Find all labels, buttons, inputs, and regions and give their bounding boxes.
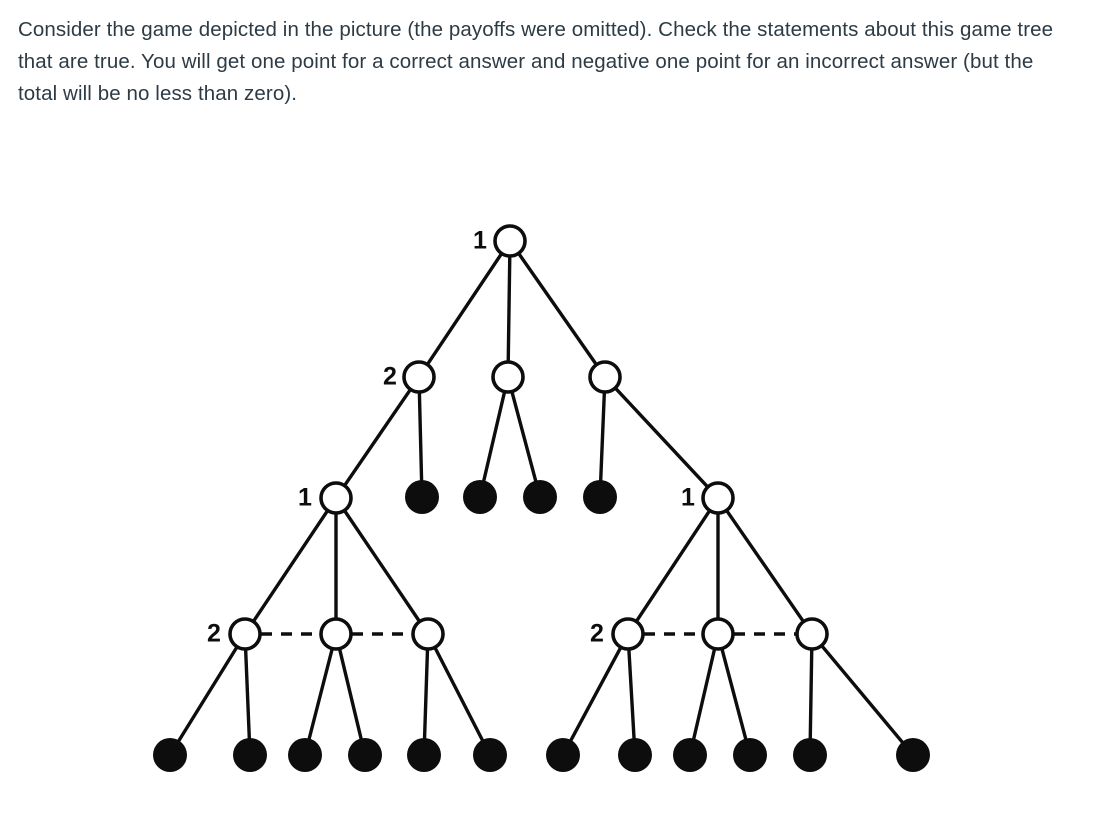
- tree-edge: [252, 509, 329, 623]
- terminal-node: [673, 738, 707, 772]
- question-prompt-text: Consider the game depicted in the pictur…: [18, 18, 1054, 105]
- terminal-node: [233, 738, 267, 772]
- terminal-node: [405, 480, 439, 514]
- decision-node: [319, 481, 353, 515]
- edge-layer: [176, 252, 905, 745]
- decision-node: [795, 617, 829, 651]
- player-label: 1: [298, 484, 312, 512]
- tree-edge: [433, 646, 485, 743]
- tree-edge: [176, 645, 239, 744]
- player-label-layer: 1 2 1 1 2 2: [207, 227, 695, 648]
- tree-edge: [307, 647, 334, 742]
- game-tree-svg: 1 2 1 1 2 2: [153, 224, 930, 772]
- tree-edge: [343, 509, 421, 623]
- tree-edge: [417, 391, 424, 483]
- tree-edge: [568, 646, 623, 743]
- decision-node: [701, 617, 735, 651]
- tree-edge: [422, 648, 430, 741]
- tree-edge: [243, 648, 252, 741]
- terminal-node: [348, 738, 382, 772]
- tree-edge: [510, 390, 538, 484]
- tree-edge: [614, 386, 709, 489]
- tree-edge: [506, 255, 512, 363]
- decision-node-layer: [228, 224, 829, 651]
- terminal-node: [463, 480, 497, 514]
- terminal-node: [546, 738, 580, 772]
- tree-edge: [598, 391, 607, 483]
- terminal-node-layer: [153, 480, 930, 772]
- terminal-node: [793, 738, 827, 772]
- player-label: 1: [473, 227, 487, 255]
- player-label: 1: [681, 484, 695, 512]
- tree-edge: [820, 644, 905, 745]
- decision-node: [588, 360, 622, 394]
- tree-edge: [725, 509, 805, 623]
- terminal-node: [618, 738, 652, 772]
- terminal-node: [288, 738, 322, 772]
- terminal-node: [733, 738, 767, 772]
- terminal-node: [473, 738, 507, 772]
- decision-node: [402, 360, 436, 394]
- player-label: 2: [590, 620, 604, 648]
- decision-node: [319, 617, 353, 651]
- decision-node: [411, 617, 445, 651]
- game-tree-figure: 1 2 1 1 2 2: [0, 190, 1104, 818]
- decision-node: [228, 617, 262, 651]
- tree-edge: [426, 252, 503, 366]
- tree-edge: [338, 647, 363, 742]
- decision-node: [611, 617, 645, 651]
- tree-edge: [627, 648, 636, 741]
- decision-node: [493, 224, 527, 258]
- tree-edge: [635, 509, 711, 623]
- tree-edge: [720, 647, 748, 742]
- terminal-node: [407, 738, 441, 772]
- tree-edge: [481, 390, 507, 484]
- tree-edge: [517, 252, 598, 366]
- player-label: 2: [383, 363, 397, 391]
- tree-edge: [691, 647, 717, 742]
- terminal-node: [583, 480, 617, 514]
- tree-edge: [808, 648, 814, 741]
- tree-edge: [343, 388, 412, 487]
- decision-node: [701, 481, 735, 515]
- terminal-node: [896, 738, 930, 772]
- decision-node: [491, 360, 525, 394]
- player-label: 2: [207, 620, 221, 648]
- terminal-node: [523, 480, 557, 514]
- terminal-node: [153, 738, 187, 772]
